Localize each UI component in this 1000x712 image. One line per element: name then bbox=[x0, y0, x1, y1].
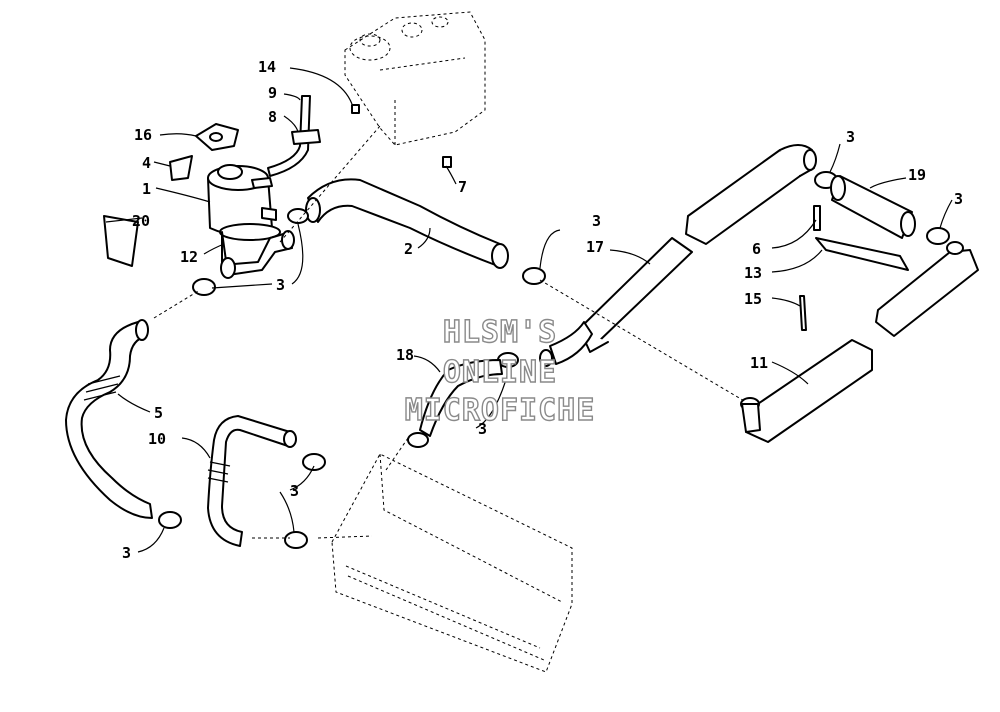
fitting-7 bbox=[442, 156, 452, 168]
overflow-hose bbox=[267, 95, 311, 177]
callout-15: 15 bbox=[744, 290, 762, 308]
heat-exchanger-19 bbox=[685, 144, 979, 337]
callout-3e: 3 bbox=[478, 420, 487, 438]
heat-exchanger-11 bbox=[740, 339, 873, 443]
callout-3a: 3 bbox=[276, 276, 285, 294]
callout-9: 9 bbox=[268, 84, 277, 102]
callout-17: 17 bbox=[586, 238, 604, 256]
callout-8: 8 bbox=[268, 108, 277, 126]
hose-10 bbox=[207, 415, 297, 547]
callout-1: 1 bbox=[142, 180, 151, 198]
vent-fitting bbox=[351, 104, 360, 114]
callout-3d: 3 bbox=[954, 190, 963, 208]
callout-13: 13 bbox=[744, 264, 762, 282]
callout-7: 7 bbox=[458, 178, 467, 196]
watermark: HLSM'S ONLINE MICROFICHE bbox=[404, 314, 596, 428]
connection-lines bbox=[153, 125, 747, 539]
coolant-tank bbox=[207, 164, 295, 279]
watermark-line-3: MICROFICHE bbox=[405, 393, 596, 428]
callout-14: 14 bbox=[258, 58, 276, 76]
decal-4 bbox=[169, 155, 193, 181]
callout-3g: 3 bbox=[122, 544, 131, 562]
heat-exchanger-17 bbox=[539, 237, 693, 367]
callout-3b: 3 bbox=[592, 212, 601, 230]
callout-6: 6 bbox=[752, 240, 761, 258]
callout-2: 2 bbox=[404, 240, 413, 258]
callout-3f: 3 bbox=[290, 482, 299, 500]
nut-6 bbox=[813, 205, 821, 231]
hose-5 bbox=[65, 319, 153, 519]
callout-16: 16 bbox=[134, 126, 152, 144]
callout-3c: 3 bbox=[846, 128, 855, 146]
callout-20: 20 bbox=[132, 212, 150, 230]
callout-5: 5 bbox=[154, 404, 163, 422]
fuel-tank bbox=[344, 11, 486, 146]
callout-19: 19 bbox=[908, 166, 926, 184]
tank-cap bbox=[195, 123, 239, 151]
callout-10: 10 bbox=[148, 430, 166, 448]
callout-11: 11 bbox=[750, 354, 768, 372]
tunnel-panel bbox=[331, 453, 573, 673]
callout-12: 12 bbox=[180, 248, 198, 266]
callout-18: 18 bbox=[396, 346, 414, 364]
bolt-15 bbox=[799, 295, 807, 331]
hose-clamp bbox=[158, 171, 950, 549]
watermark-line-2: ONLINE bbox=[443, 355, 557, 390]
watermark-line-1: HLSM'S bbox=[443, 315, 557, 350]
hose-clip-8 bbox=[291, 129, 321, 145]
hose-18 bbox=[419, 359, 503, 437]
callout-numbers: 14 9 8 16 4 1 20 12 2 3 7 3 17 3 19 3 6 … bbox=[122, 58, 963, 562]
callout-4: 4 bbox=[142, 154, 151, 172]
leader-lines bbox=[105, 67, 953, 553]
